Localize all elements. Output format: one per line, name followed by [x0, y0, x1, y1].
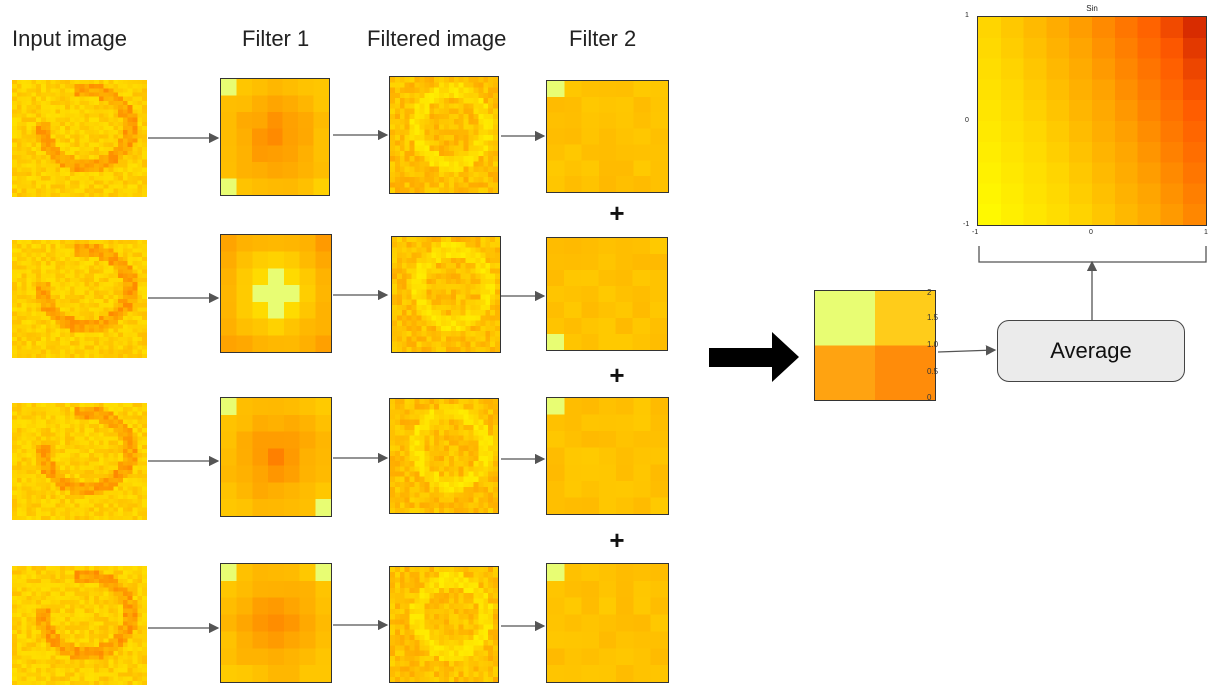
filtered-image-1 [389, 76, 499, 194]
heatmap-x-tick: 1 [1204, 229, 1208, 236]
filtered-image-4 [389, 566, 499, 683]
heatmap-x-tick: 0 [1089, 229, 1093, 236]
filter-1-tile-1 [220, 78, 330, 196]
feature-map-axis-label: 0.5 [927, 367, 939, 376]
filter-1-tile-4 [220, 563, 332, 683]
feature-map-axis-label: 1.0 [927, 340, 939, 349]
filter-2-tile-2 [546, 237, 668, 351]
heatmap-y-tick: -1 [963, 221, 970, 228]
plus-sign-3: + [609, 525, 625, 555]
big-arrow-icon [709, 332, 799, 382]
average-node: Average [997, 320, 1185, 382]
filter-1-tile-3 [220, 397, 332, 517]
feature-map-axis-label: 0 [927, 393, 932, 402]
input-image-1 [12, 80, 147, 197]
heatmap-title: Sin [1086, 4, 1098, 13]
average-label: Average [1050, 338, 1132, 363]
input-image-3 [12, 403, 147, 520]
feature-map-axis-label: 2 [927, 288, 932, 297]
input-image-2 [12, 240, 147, 358]
header-filter-1: Filter 1 [242, 26, 310, 51]
filter-2-tile-1 [546, 80, 669, 193]
heatmap-y-tick: 1 [965, 12, 969, 19]
header-filtered-image: Filtered image [367, 26, 507, 51]
summed-feature-map [814, 290, 936, 401]
filtered-image-3 [389, 398, 499, 514]
plus-sign-2: + [609, 360, 625, 390]
filter-2-tile-4 [546, 563, 669, 683]
filter-1-tile-2 [220, 234, 332, 353]
plus-sign-1: + [609, 198, 625, 228]
filter-2-tile-3 [546, 397, 669, 515]
heatmap-x-tick: -1 [972, 229, 979, 236]
heatmap-bracket [978, 246, 1207, 263]
feature-map-axis-label: 1.5 [927, 313, 939, 322]
header-input-image: Input image [12, 26, 127, 51]
arrow-map-to-average [937, 345, 997, 356]
header-filter-2: Filter 2 [569, 26, 637, 51]
heatmap-y-tick: 0 [965, 117, 969, 124]
input-image-4 [12, 566, 147, 685]
output-heatmap [977, 16, 1207, 226]
filtered-image-2 [391, 236, 501, 353]
